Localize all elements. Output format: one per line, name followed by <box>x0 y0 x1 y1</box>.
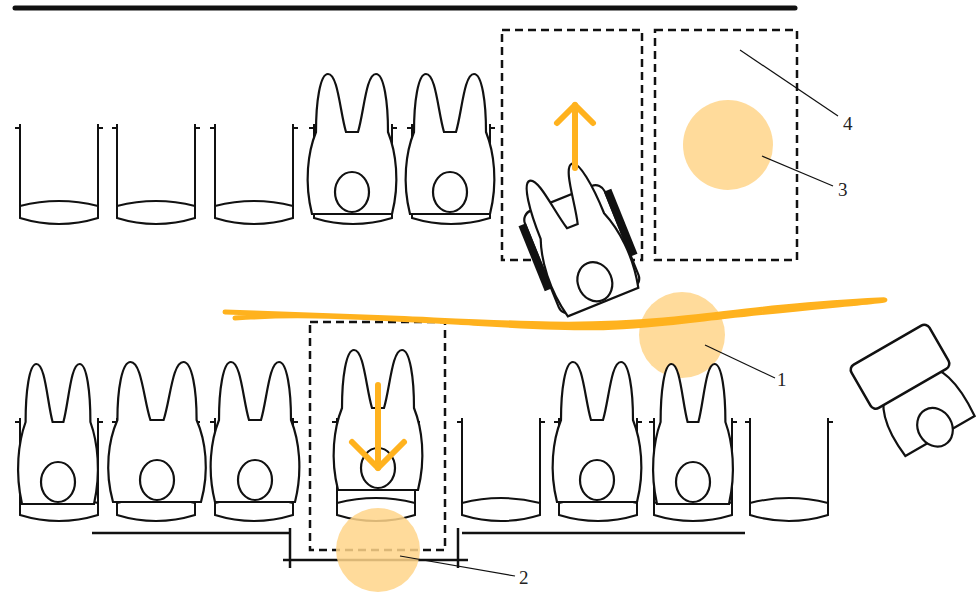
marker-disc <box>336 508 420 592</box>
seated-person <box>308 74 397 214</box>
seat <box>745 418 833 521</box>
seat <box>15 124 103 224</box>
seated-person <box>108 362 206 502</box>
callout-number: 4 <box>843 114 853 133</box>
seated-person <box>18 364 98 504</box>
dashed-zone <box>655 30 797 260</box>
seated-person <box>553 362 642 502</box>
leader-line <box>400 556 515 576</box>
seated-person <box>653 364 733 504</box>
leader-line <box>740 50 838 116</box>
seat <box>457 418 545 521</box>
standing-person <box>849 323 977 468</box>
marker-disc <box>683 100 773 190</box>
callout-number: 1 <box>777 370 787 389</box>
seated-person <box>406 74 495 214</box>
wall-line <box>15 6 795 11</box>
callout-number: 2 <box>519 568 529 587</box>
seat <box>112 124 200 224</box>
callout-number: 3 <box>838 180 848 199</box>
seat <box>210 124 298 224</box>
wheelchair-user <box>504 154 649 321</box>
leader-line <box>762 156 833 186</box>
seated-person <box>334 350 423 490</box>
direction-arrow <box>352 385 404 468</box>
seated-person <box>211 362 300 502</box>
leader-line <box>705 345 775 378</box>
movement-route <box>225 300 885 328</box>
direction-arrow <box>557 105 593 168</box>
